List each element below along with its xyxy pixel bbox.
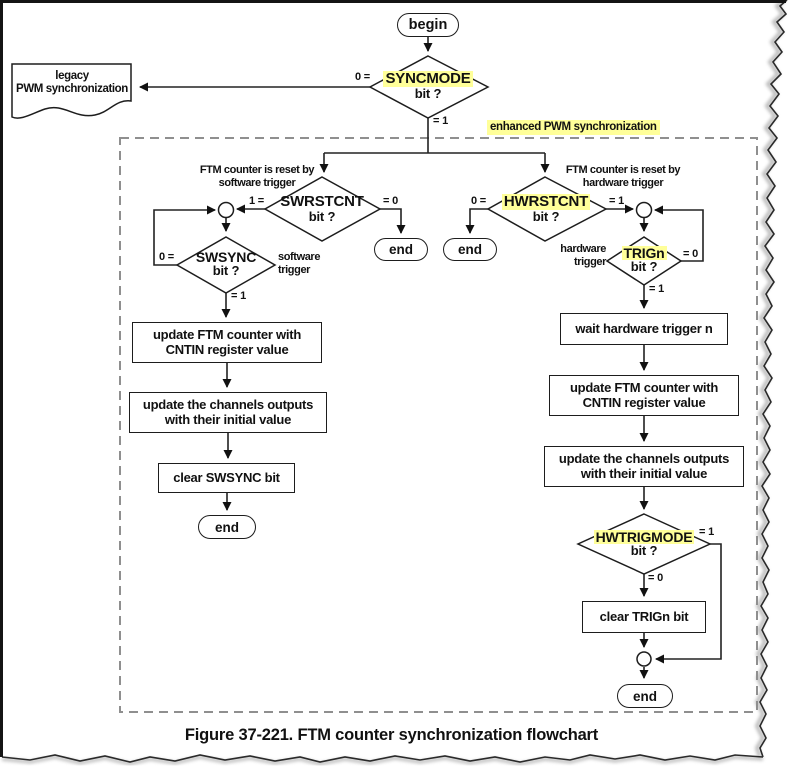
edge-label-hwtrigmode-0: = 0 xyxy=(648,572,663,584)
edge-label-trign-1: = 1 xyxy=(649,283,664,295)
edge-label-syncmode-0: 0 = xyxy=(355,71,370,83)
software-trigger-note: software trigger xyxy=(278,251,321,276)
end-terminator-hwrstcnt: end xyxy=(443,238,497,261)
software-trigger-reset-note: FTM counter is reset by software trigger xyxy=(199,164,315,189)
edge-label-swsync-0: 0 = xyxy=(159,251,174,263)
begin-terminator: begin xyxy=(397,13,459,37)
process-wait-hardware-trigger: wait hardware trigger n xyxy=(560,313,728,345)
decision-swrstcnt-label: SWRSTCNT bit ? xyxy=(280,193,364,224)
edge-label-swrstcnt-1: 1 = xyxy=(249,195,264,207)
syncmode-keyword-highlight: SYNCMODE xyxy=(383,70,473,87)
junction-circle-bottom xyxy=(636,651,652,667)
edge-label-hwrstcnt-0: 0 = xyxy=(471,195,486,207)
decision-syncmode-label: SYNCMODE bit ? xyxy=(383,70,473,101)
process-clear-trign: clear TRIGn bit xyxy=(582,601,706,633)
end-terminator-hardware-path: end xyxy=(617,684,673,708)
enhanced-pwm-region-label: enhanced PWM synchronization xyxy=(487,120,660,135)
edge-label-syncmode-1: = 1 xyxy=(433,115,448,127)
begin-label: begin xyxy=(408,17,448,33)
end-terminator-swrstcnt: end xyxy=(374,238,428,261)
diamond-swrstcnt xyxy=(263,176,382,242)
edge-label-swrstcnt-0: = 0 xyxy=(383,195,398,207)
decision-hwrstcnt-label: HWRSTCNT bit ? xyxy=(501,193,591,224)
edge-label-swsync-1: = 1 xyxy=(231,290,246,302)
decision-hwtrigmode-label: HWTRIGMODE bit ? xyxy=(593,529,695,558)
end-terminator-software-path: end xyxy=(198,515,256,539)
legacy-document-shape xyxy=(11,63,132,119)
process-update-channels-hw: update the channels outputs with their i… xyxy=(544,446,744,487)
figure-caption: Figure 37-221. FTM counter synchronizati… xyxy=(184,726,599,744)
edge-label-trign-0: = 0 xyxy=(683,248,698,260)
decision-swsync-label: SWSYNC bit ? xyxy=(195,249,257,278)
flow-edges xyxy=(139,37,722,679)
process-update-cntin-sw: update FTM counter with CNTIN register v… xyxy=(132,322,322,363)
hardware-trigger-reset-note: FTM counter is reset by hardware trigger xyxy=(565,164,681,189)
junction-circle-right xyxy=(635,201,653,219)
torn-edge-right xyxy=(754,0,788,758)
trign-keyword-highlight: TRIGn xyxy=(621,245,667,261)
edge-label-hwtrigmode-1: = 1 xyxy=(699,526,714,538)
decision-trign-label: TRIGn bit ? xyxy=(621,245,667,274)
hardware-trigger-note: hardware trigger xyxy=(560,243,606,268)
legacy-pwm-doc-label: legacy PWM synchronization xyxy=(16,70,128,95)
junction-circle-left xyxy=(217,201,235,219)
enhanced-region-dashed-box xyxy=(119,137,758,713)
process-update-cntin-hw: update FTM counter with CNTIN register v… xyxy=(549,375,739,416)
torn-edge-bottom xyxy=(1,754,764,766)
process-clear-swsync: clear SWSYNC bit xyxy=(158,463,295,493)
diamond-swsync xyxy=(175,236,277,294)
hwtrigmode-keyword-highlight: HWTRIGMODE xyxy=(593,529,695,545)
process-update-channels-sw: update the channels outputs with their i… xyxy=(129,392,327,433)
hwrstcnt-keyword-highlight: HWRSTCNT xyxy=(501,193,591,210)
edge-label-hwrstcnt-1: = 1 xyxy=(609,195,624,207)
